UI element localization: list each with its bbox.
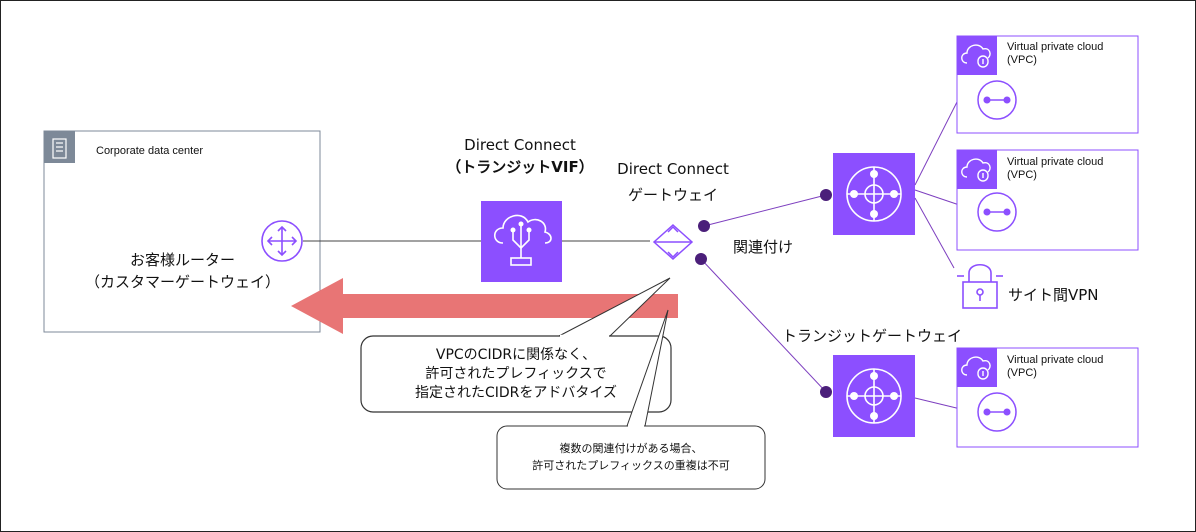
direct-connect-icon — [481, 201, 562, 282]
link-dxgw-tgw2 — [700, 258, 827, 393]
vpn-label: サイト間VPN — [1008, 286, 1099, 304]
callout-main-line1: VPCのCIDRに関係なく、 — [435, 347, 597, 363]
vpc-box — [956, 347, 1139, 448]
router-label-line2: （カスタマーゲートウェイ） — [84, 273, 280, 291]
vpc-cloud-icon — [961, 356, 991, 380]
callout-note-line1: 複数の関連付けがある場合、 — [559, 442, 703, 455]
dxgw-label-line1: Direct Connect — [617, 160, 729, 178]
connector-dot — [698, 220, 710, 232]
vpc-label-line2: (VPC) — [1007, 169, 1037, 181]
attachment-icon — [977, 80, 1017, 120]
association-label: 関連付け — [733, 238, 794, 256]
callout-note-text: 複数の関連付けがある場合、 許可されたプレフィックスの重複は不可 — [497, 440, 765, 474]
vpn-lock-icon — [957, 263, 1003, 309]
dx-gateway-icon — [652, 223, 694, 261]
callout-main — [360, 277, 672, 413]
transit-gateway-icon — [833, 355, 915, 437]
corporate-datacenter-box — [43, 130, 321, 333]
link-tgw-vpc1 — [914, 99, 959, 186]
building-icon — [52, 138, 67, 159]
connector-dot — [820, 386, 832, 398]
transit-gateway-icon — [833, 153, 915, 235]
attachment-icon — [977, 192, 1017, 232]
vpc-cloud-icon — [961, 158, 991, 182]
router-label-line1: お客様ルーター — [129, 251, 235, 269]
link-tgw-vpn — [914, 197, 955, 269]
vpc-label-line1: Virtual private cloud — [1007, 41, 1104, 53]
vpc-label: Virtual private cloud (VPC) — [1007, 156, 1103, 182]
datacenter-title: Corporate data center — [96, 145, 204, 157]
vif-label-line1: Direct Connect — [464, 136, 576, 154]
callout-note-line2: 許可されたプレフィックスの重複は不可 — [532, 459, 730, 472]
vpc-label-line2: (VPC) — [1007, 367, 1037, 379]
link-dxgw-tgw1 — [703, 194, 827, 227]
connector-dot — [820, 189, 832, 201]
vif-label-line2: （トランジットVIF） — [446, 158, 594, 176]
vpc-label-line2: (VPC) — [1007, 54, 1037, 66]
attachment-icon — [977, 392, 1017, 432]
vif-label: Direct Connect （トランジットVIF） — [435, 134, 605, 178]
callout-note — [496, 309, 766, 490]
dxgw-label: Direct Connect ゲートウェイ — [598, 156, 748, 208]
router-icon — [261, 220, 303, 262]
callout-main-line2: 許可されたプレフィックスで — [425, 366, 607, 382]
vpc-cloud-icon — [961, 44, 991, 68]
vpc-label: Virtual private cloud (VPC) — [1007, 354, 1103, 380]
advertise-arrow — [291, 278, 678, 334]
connector-dot — [695, 253, 707, 265]
callout-main-text: VPCのCIDRに関係なく、 許可されたプレフィックスで 指定されたCIDRをア… — [361, 346, 671, 403]
dxgw-label-line2: ゲートウェイ — [627, 186, 718, 204]
vpc-label-line1: Virtual private cloud — [1007, 354, 1104, 366]
callout-main-line3: 指定されたCIDRをアドバタイズ — [415, 385, 617, 401]
tgw-label: トランジットゲートウェイ — [782, 327, 963, 345]
vpc-label: Virtual private cloud (VPC) — [1007, 41, 1103, 67]
vpc-label-line1: Virtual private cloud — [1007, 156, 1104, 168]
router-label: お客様ルーター （カスタマーゲートウェイ） — [80, 249, 285, 293]
